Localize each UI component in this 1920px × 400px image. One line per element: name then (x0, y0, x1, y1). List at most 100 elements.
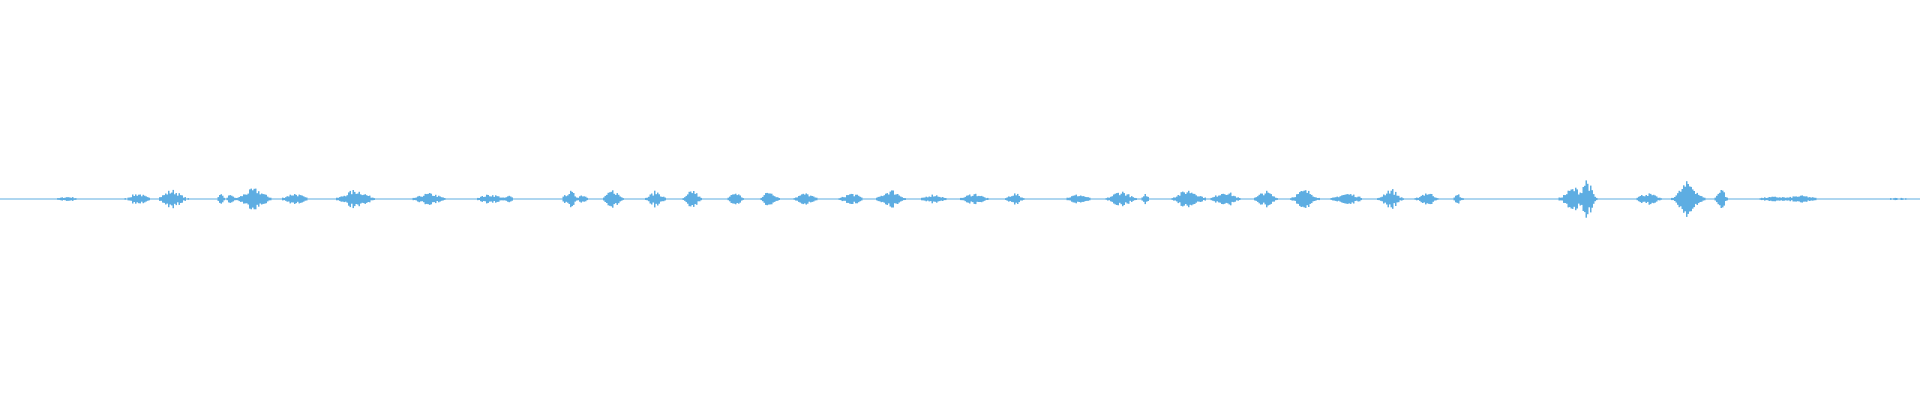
waveform-sample (502, 197, 504, 201)
waveform-sample (1389, 193, 1391, 205)
waveform-sample (1186, 192, 1188, 206)
waveform-sample (1399, 197, 1401, 201)
waveform-sample (1381, 196, 1383, 202)
waveform-sample (487, 195, 489, 203)
waveform-sample (690, 191, 692, 207)
waveform-sample (355, 193, 357, 204)
waveform-sample (1200, 196, 1202, 202)
waveform-sample (1147, 196, 1149, 201)
waveform-sample (1764, 197, 1766, 201)
waveform-sample (1651, 195, 1653, 203)
waveform-sample (741, 197, 743, 201)
waveform-sample (562, 196, 564, 202)
waveform-sample (814, 197, 816, 201)
waveform-sample (1641, 195, 1643, 203)
waveform-sample (1453, 197, 1455, 201)
waveform-sample (1218, 195, 1220, 203)
waveform-sample (1255, 197, 1257, 201)
waveform-sample (766, 192, 768, 206)
waveform-sample (135, 194, 137, 204)
waveform-sample (226, 197, 228, 201)
waveform-sample (249, 189, 251, 209)
waveform-sample (1794, 196, 1796, 202)
waveform-sample (496, 196, 498, 202)
waveform-sample (583, 196, 585, 202)
waveform-sample (1269, 193, 1271, 205)
waveform-sample (1020, 197, 1022, 201)
waveform-sample (1300, 191, 1302, 207)
waveform-sample (351, 194, 353, 204)
waveform-sample (1804, 196, 1806, 202)
waveform-sample (1359, 196, 1361, 202)
waveform-sample (433, 196, 435, 203)
waveform-sample (1291, 197, 1293, 201)
waveform-sample (682, 198, 684, 200)
waveform-sample (66, 197, 68, 201)
waveform-sample (1893, 198, 1895, 200)
waveform-sample (1351, 195, 1353, 203)
waveform-sample (1692, 189, 1694, 209)
waveform-sample (1569, 190, 1571, 208)
waveform-sample (664, 197, 666, 201)
waveform-sample (1017, 193, 1019, 204)
waveform-sample (565, 196, 567, 202)
waveform-sample (1786, 197, 1788, 201)
waveform-sample (370, 197, 372, 201)
waveform-sample (1777, 197, 1779, 201)
waveform-sample (933, 196, 935, 202)
waveform-sample (1765, 198, 1767, 201)
waveform-sample (858, 195, 860, 203)
waveform-sample (1638, 196, 1640, 202)
waveform-sample (936, 195, 938, 203)
waveform-sample (1801, 195, 1803, 203)
waveform-sample (799, 195, 801, 203)
waveform-sample (511, 197, 513, 201)
waveform-sample (145, 196, 147, 202)
waveform-sample (1330, 198, 1332, 200)
waveform-sample (1573, 191, 1575, 207)
waveform-sample (130, 197, 132, 201)
waveform-sample (237, 197, 239, 201)
waveform-sample (585, 196, 587, 202)
waveform-sample (442, 197, 444, 201)
waveform-sample (577, 197, 579, 201)
waveform-sample (1396, 195, 1398, 203)
waveform-sample (1233, 195, 1235, 203)
waveform-sample (166, 194, 168, 204)
waveform-sample (1591, 190, 1593, 208)
waveform-sample (498, 196, 500, 202)
waveform-sample (1113, 194, 1115, 204)
waveform-sample (1108, 197, 1110, 201)
waveform-sample (1582, 187, 1584, 211)
waveform-sample (1314, 197, 1316, 201)
waveform-sample (1258, 194, 1260, 204)
waveform-sample (1564, 195, 1566, 203)
waveform-sample (1119, 195, 1121, 203)
waveform-sample (901, 197, 903, 201)
waveform-sample (1461, 197, 1463, 201)
waveform-sample (1254, 197, 1256, 201)
waveform-sample (367, 196, 369, 202)
waveform-sample (802, 193, 804, 205)
waveform-sample (804, 194, 806, 204)
waveform-sample (1593, 194, 1595, 204)
waveform-sample (1699, 195, 1701, 202)
waveform-sample (222, 195, 224, 203)
waveform-sample (238, 197, 240, 202)
waveform-sample (495, 195, 497, 203)
waveform-sample (136, 195, 138, 203)
waveform-sample (1894, 197, 1896, 201)
waveform-sample (1905, 198, 1907, 200)
waveform-sample (426, 194, 428, 204)
waveform-sample (1077, 196, 1079, 202)
waveform-sample (648, 196, 650, 202)
waveform-sample (940, 197, 942, 201)
waveform-sample (183, 197, 185, 201)
waveform-sample (420, 196, 422, 202)
waveform-sample (1225, 195, 1227, 203)
waveform-sample (372, 197, 374, 201)
waveform-sample (1420, 195, 1422, 203)
waveform-sample (1563, 195, 1565, 203)
waveform-sample (855, 194, 857, 204)
